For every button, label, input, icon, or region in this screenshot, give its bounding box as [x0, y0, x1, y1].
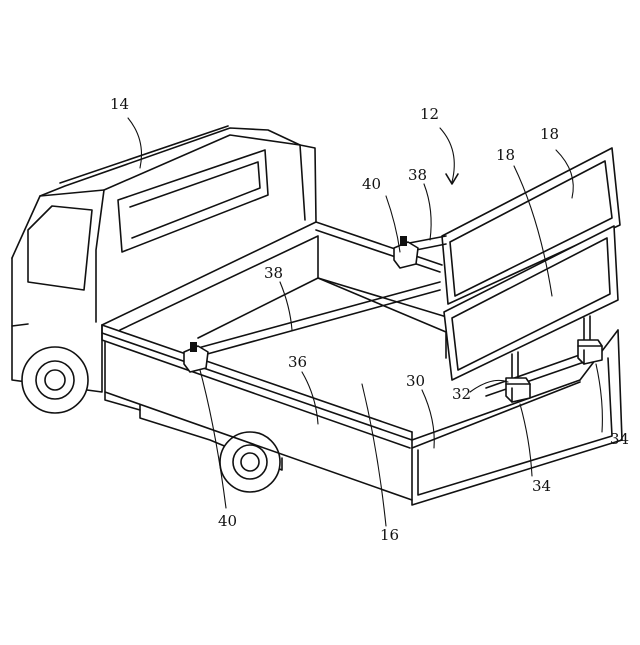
ref-34-center: 34 — [532, 479, 551, 494]
ref-32: 32 — [452, 387, 471, 402]
ref-40-left: 40 — [218, 514, 237, 529]
front-wheel — [22, 347, 88, 413]
ref-38-right: 38 — [408, 168, 427, 183]
ref-18-upper: 18 — [540, 127, 559, 142]
ref-16: 16 — [380, 528, 399, 543]
ref-30: 30 — [406, 374, 425, 389]
ref-14: 14 — [110, 97, 129, 112]
arrow-12-head — [446, 174, 458, 184]
clamp-brackets — [184, 236, 418, 372]
ref-36: 36 — [288, 355, 307, 370]
ref-18-lower: 18 — [496, 148, 515, 163]
ref-34-right: 34 — [610, 432, 629, 447]
ref-12: 12 — [420, 107, 439, 122]
ref-40-right: 40 — [362, 177, 381, 192]
ref-38-left: 38 — [264, 266, 283, 281]
arrow-12 — [440, 128, 454, 182]
